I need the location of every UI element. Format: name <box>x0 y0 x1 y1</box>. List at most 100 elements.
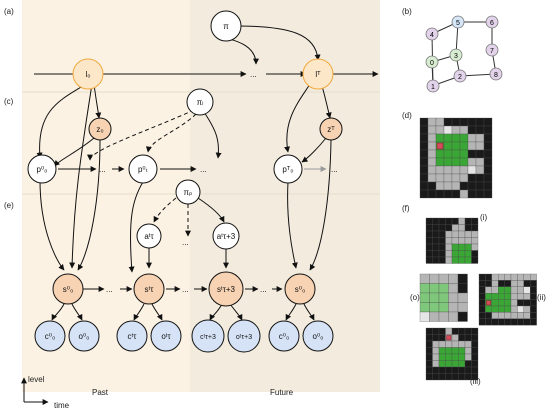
grid-cell <box>432 373 440 381</box>
grid-cell <box>419 181 429 191</box>
grid-cell <box>432 230 440 238</box>
edge-stau-to-ctau <box>133 303 145 321</box>
grid-cell <box>498 280 505 287</box>
graph-b-node-2 <box>453 69 467 83</box>
grid-cell <box>451 256 459 264</box>
grid-cell <box>451 334 459 342</box>
edge-pil-to-dots-dashed <box>87 109 195 161</box>
grid-cell <box>459 173 469 183</box>
grid-cell <box>419 273 430 284</box>
grid-cell <box>464 243 472 251</box>
grid-cell <box>438 311 449 322</box>
grid-d <box>419 117 493 199</box>
grid-cell <box>458 353 466 361</box>
grid-cell <box>425 373 433 381</box>
grid-cell <box>451 373 459 381</box>
grid-cell <box>435 165 445 175</box>
grid-cell <box>443 189 453 199</box>
grid-cell <box>457 302 468 313</box>
grid-cell <box>471 230 479 238</box>
node-c-tau3: cᵗτ+3 <box>191 319 225 353</box>
grid-cell <box>425 347 433 355</box>
grid-cell <box>429 302 440 313</box>
grid-cell <box>498 312 505 319</box>
grid-cell <box>438 327 446 335</box>
edge-pip-to-atau-dashed <box>153 197 177 223</box>
grid-cell <box>443 165 453 175</box>
grid-cell <box>451 189 461 199</box>
graph-b-node-label-8: 8 <box>494 72 498 79</box>
grid-cell <box>530 273 537 281</box>
grid-cell <box>425 230 433 238</box>
grid-cell <box>451 360 459 368</box>
grid-cell <box>491 318 499 326</box>
node-a-tau3-label: aᵗτ+3 <box>217 232 236 241</box>
grid-cell <box>458 217 466 225</box>
grid-cell <box>427 149 437 159</box>
node-pT0-label: pᵀ₀ <box>282 165 293 174</box>
grid-cell <box>504 293 512 300</box>
grid-cell <box>517 318 524 326</box>
grid-cell <box>471 327 479 335</box>
grid-cell <box>471 360 479 368</box>
axis-level-label: level <box>28 375 45 384</box>
region-label-future: Future <box>270 388 294 397</box>
grid-cell <box>504 280 512 287</box>
edge-pT0-to-s00-right <box>287 181 298 269</box>
grid-cell <box>448 302 459 313</box>
axis-time-label: time <box>54 401 70 410</box>
graph-b-node-label-4: 4 <box>430 32 434 39</box>
grid-cell <box>451 230 459 238</box>
node-o-tau-label: oᵗτ <box>161 332 171 341</box>
grid-cell <box>483 157 493 167</box>
grid-cell <box>517 293 524 300</box>
grid-cell <box>445 366 453 374</box>
edge-l0-to-s00 <box>69 83 93 269</box>
edge-stau-to-otau <box>151 303 163 321</box>
grid-cell <box>438 243 446 251</box>
node-c00-right-label: c⁰₀ <box>279 332 290 341</box>
grid-cell <box>427 133 437 143</box>
grid-cell <box>530 318 537 326</box>
edge-pi-to-lT <box>235 25 321 61</box>
grid-cell <box>475 117 485 127</box>
node-c-tau3-label: cᵗτ+3 <box>200 334 216 341</box>
node-c00-left-label: c⁰₀ <box>45 332 56 341</box>
grid-cell <box>445 256 453 264</box>
node-p0t-label: p⁰ₜ <box>138 165 148 174</box>
grid-cell <box>427 125 437 135</box>
grid-cell <box>432 347 440 355</box>
ellipsis-c3: ... <box>331 165 338 174</box>
grid-cell <box>471 250 479 258</box>
graph-b-node-0 <box>425 55 439 69</box>
grid-cell <box>459 189 469 199</box>
grid-cell <box>451 224 459 232</box>
grid-cell <box>445 243 453 251</box>
grid-cell <box>498 299 505 307</box>
grid-cell <box>429 283 440 294</box>
node-c-tau-label: cᵗτ <box>128 332 138 341</box>
grid-cell <box>523 293 531 300</box>
node-s-tau3-label: sᵗτ+3 <box>217 285 236 294</box>
grid-cell <box>425 224 433 232</box>
grid-cell <box>419 311 430 322</box>
graph-b-node-5 <box>451 15 465 29</box>
grid-cell <box>425 243 433 251</box>
ellipsis-e1: ... <box>106 285 113 294</box>
grid-cell <box>478 299 486 307</box>
node-o00-right: o⁰₀ <box>302 320 334 352</box>
graph-b-node-label-6: 6 <box>490 20 494 27</box>
grid-cell <box>458 347 466 355</box>
grid-cell <box>425 353 433 361</box>
edge-z0-to-p00 <box>53 137 95 167</box>
panel-label-d: (d) <box>402 111 412 120</box>
edge-pil-to-right-dots <box>203 111 222 159</box>
grid-cell <box>483 117 493 127</box>
grid-cell <box>448 283 459 294</box>
ellipsis-c1: ... <box>99 165 106 174</box>
graph-b-node-1 <box>426 79 440 93</box>
grid-cell <box>464 256 472 264</box>
grid-cell <box>510 312 518 319</box>
node-a-tau: aᵗτ <box>136 223 162 249</box>
